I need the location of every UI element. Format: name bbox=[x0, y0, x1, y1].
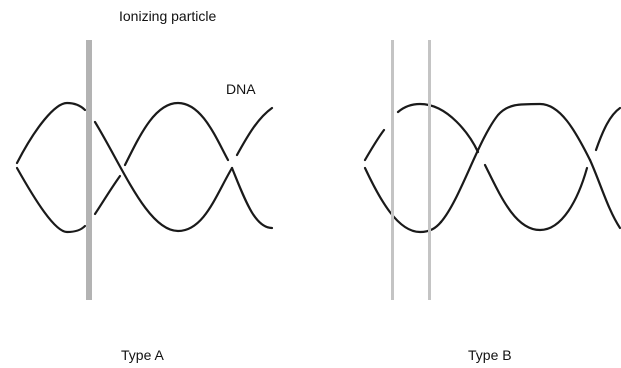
type-b-strand-1-right bbox=[485, 165, 587, 230]
type-a-strand-2-middle-lower bbox=[95, 176, 120, 214]
type-b-strand-1-middle bbox=[398, 104, 478, 152]
type-a-label: Type A bbox=[121, 348, 164, 362]
type-b-strand-2-middle bbox=[441, 104, 590, 222]
ionizing-particle-label: Ionizing particle bbox=[119, 9, 216, 23]
type-b-dna-strand-2 bbox=[365, 104, 620, 232]
type-b-strand-2-right bbox=[590, 160, 620, 228]
type-a-strand-1-middle bbox=[95, 122, 232, 231]
type-b-particle-track-left bbox=[391, 40, 394, 300]
type-b-strand-1-tail bbox=[596, 108, 620, 150]
type-b-label: Type B bbox=[468, 348, 512, 362]
type-b-particle-track-right bbox=[428, 40, 431, 300]
type-a-strand-1-right bbox=[232, 168, 272, 228]
type-a-strand-2-middle-upper bbox=[125, 103, 228, 165]
type-a-dna-strand-2 bbox=[17, 103, 272, 232]
type-a-panel bbox=[17, 40, 272, 300]
type-a-strand-2-right bbox=[237, 108, 272, 155]
dna-label: DNA bbox=[226, 82, 256, 96]
type-b-strand-1-left bbox=[365, 130, 384, 160]
type-a-strand-1-left bbox=[17, 103, 85, 163]
type-a-particle-track bbox=[86, 40, 92, 300]
type-b-panel bbox=[365, 40, 620, 300]
type-a-dna-strand-1 bbox=[17, 103, 272, 231]
type-a-strand-2-left bbox=[17, 168, 85, 232]
